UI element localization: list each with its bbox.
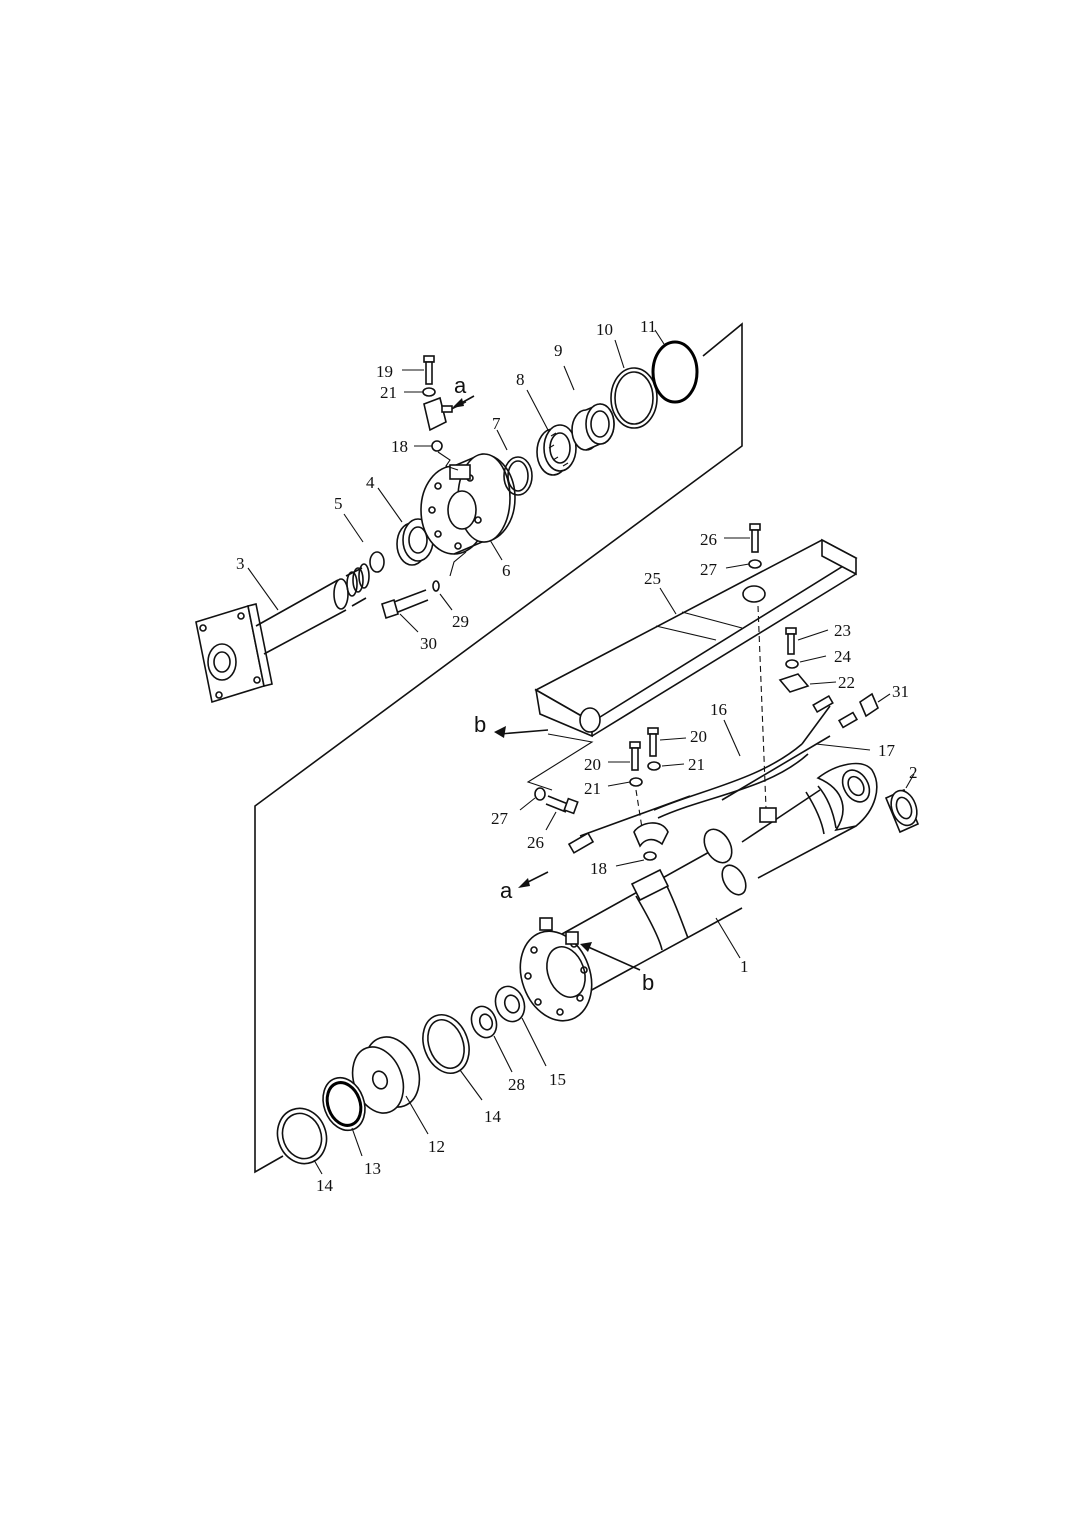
label-part-30: 30 bbox=[420, 634, 437, 653]
label-part-21-lower: 21 bbox=[584, 779, 601, 798]
label-part-20-left: 20 bbox=[584, 755, 601, 774]
label-part-16: 16 bbox=[710, 700, 727, 719]
label-part-21-right: 21 bbox=[688, 755, 705, 774]
guard-dashed-connector bbox=[526, 733, 594, 791]
bolt-part-30 bbox=[381, 589, 429, 633]
label-ref-b-right: b bbox=[642, 970, 654, 995]
label-part-14-upper: 14 bbox=[484, 1107, 502, 1126]
ring-part-10 bbox=[610, 339, 658, 429]
arrow-a-bottom bbox=[518, 871, 549, 888]
label-part-18-lower: 18 bbox=[590, 859, 607, 878]
arrow-b-right bbox=[580, 942, 641, 971]
oring-part-5 bbox=[343, 513, 385, 573]
label-part-25: 25 bbox=[644, 569, 661, 588]
label-part-5: 5 bbox=[334, 494, 343, 513]
label-part-20-right: 20 bbox=[690, 727, 707, 746]
label-part-14-lower: 14 bbox=[316, 1176, 334, 1195]
label-part-24: 24 bbox=[834, 647, 852, 666]
label-part-22: 22 bbox=[838, 673, 855, 692]
arrow-b-left bbox=[494, 726, 549, 738]
spacer-part-28 bbox=[470, 1005, 513, 1073]
label-part-4: 4 bbox=[366, 473, 375, 492]
oring-part-18-top bbox=[414, 440, 443, 452]
fitting-part-31 bbox=[859, 692, 891, 718]
label-part-27-lower: 27 bbox=[491, 809, 509, 828]
label-part-26-top: 26 bbox=[700, 530, 717, 549]
label-ref-b-left: b bbox=[474, 712, 486, 737]
label-part-6: 6 bbox=[502, 561, 511, 580]
washer-part-24 bbox=[785, 655, 827, 669]
bolt-part-26-lower bbox=[545, 795, 579, 831]
label-part-19: 19 bbox=[376, 362, 393, 381]
oring-part-29 bbox=[432, 580, 453, 611]
label-part-8: 8 bbox=[516, 370, 525, 389]
guard-part-25 bbox=[534, 538, 858, 738]
label-part-11: 11 bbox=[640, 317, 656, 336]
oring-part-18-lower bbox=[615, 851, 657, 867]
housing-part-6 bbox=[420, 451, 516, 577]
bushing-part-2 bbox=[884, 773, 920, 834]
label-part-26-lower: 26 bbox=[527, 833, 544, 852]
label-ref-a-top: a bbox=[454, 373, 467, 398]
label-part-21-top: 21 bbox=[380, 383, 397, 402]
washer-part-21-lower bbox=[607, 777, 643, 787]
washer-part-27-lower bbox=[519, 787, 546, 811]
part-labels: 1 2 3 4 5 6 7 8 9 10 11 12 13 14 14 15 1… bbox=[236, 317, 918, 1195]
label-part-15: 15 bbox=[549, 1070, 566, 1089]
nut-part-15 bbox=[494, 985, 547, 1067]
label-part-13: 13 bbox=[364, 1159, 381, 1178]
piston-part-12 bbox=[351, 1036, 429, 1135]
cylinder-flange bbox=[519, 917, 593, 1022]
label-part-10: 10 bbox=[596, 320, 613, 339]
block-part bbox=[423, 396, 467, 432]
washer-part-21-right bbox=[647, 761, 685, 771]
label-part-3: 3 bbox=[236, 554, 245, 573]
label-part-29: 29 bbox=[452, 612, 469, 631]
label-part-31: 31 bbox=[892, 682, 909, 701]
label-part-28: 28 bbox=[508, 1075, 525, 1094]
ring-part-7 bbox=[496, 429, 533, 496]
ring-part-14-lower bbox=[276, 1107, 328, 1175]
hose-part-17 bbox=[579, 711, 871, 837]
bolt-part-19 bbox=[402, 355, 435, 385]
cylinder-tube-part-1 bbox=[561, 828, 747, 993]
label-ref-a-bottom: a bbox=[500, 878, 513, 903]
label-part-1: 1 bbox=[740, 957, 749, 976]
bolt-part-20-left bbox=[608, 741, 641, 771]
label-part-2: 2 bbox=[909, 763, 918, 782]
label-part-9: 9 bbox=[554, 341, 563, 360]
bushing-part-9 bbox=[563, 365, 615, 451]
bolt-part-26-top bbox=[724, 523, 761, 553]
bearing-part-8 bbox=[526, 389, 577, 476]
bolt-part-20-right bbox=[647, 727, 687, 757]
washer-part-27-top bbox=[725, 559, 762, 569]
label-part-27-top: 27 bbox=[700, 560, 718, 579]
washer-part-21 bbox=[404, 387, 436, 397]
assembly-line-clamp bbox=[635, 789, 643, 829]
arrow-a-top bbox=[452, 395, 475, 408]
pin-piece bbox=[567, 832, 595, 854]
label-part-23: 23 bbox=[834, 621, 851, 640]
cylinder-head bbox=[741, 762, 878, 879]
group-frame bbox=[254, 322, 743, 1174]
clamp-part-22 bbox=[778, 673, 837, 693]
ring-part-14-upper bbox=[422, 1014, 483, 1101]
label-part-17: 17 bbox=[878, 741, 896, 760]
shaft-part-3 bbox=[195, 563, 370, 704]
bolt-part-23 bbox=[785, 627, 829, 655]
label-part-18-top: 18 bbox=[391, 437, 408, 456]
ring-part-13 bbox=[322, 1076, 366, 1157]
label-part-12: 12 bbox=[428, 1137, 445, 1156]
oring-part-11 bbox=[651, 329, 699, 404]
assembly-line-guard bbox=[757, 605, 767, 809]
clamp-piece bbox=[633, 822, 669, 848]
label-part-7: 7 bbox=[492, 414, 501, 433]
bushing-part-4 bbox=[377, 487, 434, 566]
